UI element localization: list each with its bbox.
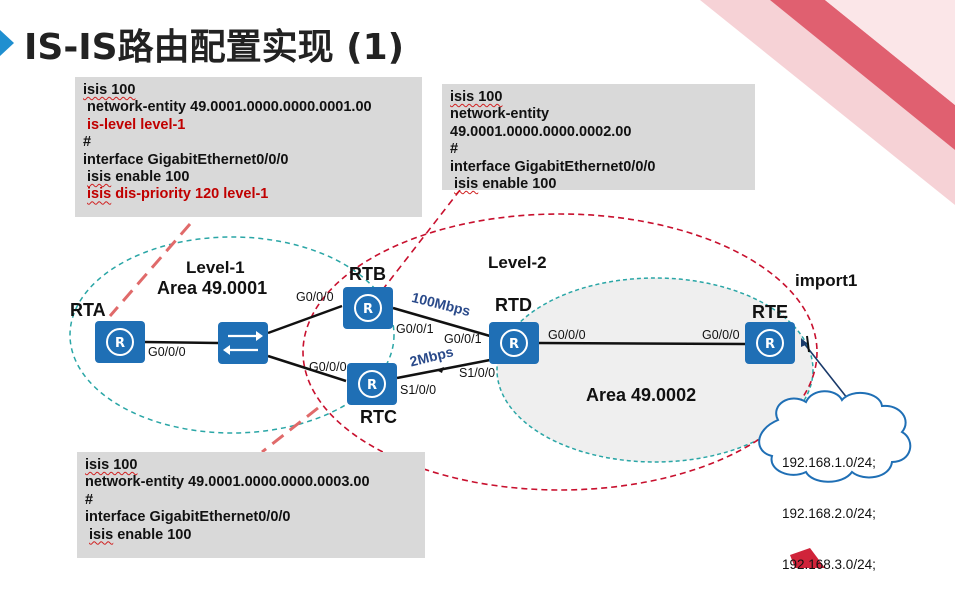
port-label: G0/0/0 bbox=[309, 360, 347, 374]
level2-ellipse bbox=[302, 213, 818, 491]
link-switch-rtb bbox=[267, 304, 343, 335]
router-icon-rte: R bbox=[745, 322, 795, 364]
area2-label: Area 49.0002 bbox=[586, 385, 697, 405]
page-title: IS-IS路由配置实现 (1) bbox=[24, 27, 405, 68]
link-rta-switch bbox=[144, 340, 219, 345]
svg-text:R: R bbox=[509, 337, 519, 352]
level2-label: Level-2 bbox=[488, 253, 547, 272]
config-line: interface GigabitEthernet0/0/0 bbox=[83, 151, 289, 168]
import-arrow bbox=[802, 341, 856, 409]
link-speed-label: 2Mbps bbox=[408, 343, 455, 370]
config-line: isis enable 100 bbox=[87, 169, 190, 186]
title-bullet-icon bbox=[0, 30, 14, 56]
config-line: isis 100 bbox=[450, 89, 503, 105]
port-label: G0/0/0 bbox=[296, 290, 334, 304]
config-line: isis 100 bbox=[85, 457, 138, 473]
router-label-rte: RTE bbox=[752, 302, 788, 322]
serial-link-marker bbox=[436, 367, 444, 373]
external-route: 192.168.3.0/24; bbox=[782, 557, 876, 572]
config-line: isis enable 100 bbox=[454, 176, 557, 193]
config-line: 49.0001.0000.0000.0002.00 bbox=[450, 123, 632, 140]
config-line: interface GigabitEthernet0/0/0 bbox=[85, 509, 291, 526]
external-routes-list: 192.168.1.0/24; 192.168.2.0/24; 192.168.… bbox=[782, 420, 876, 590]
config-line: # bbox=[83, 134, 92, 151]
config-line: isis 100 bbox=[83, 82, 136, 98]
svg-text:R: R bbox=[363, 302, 373, 317]
config-line: network-entity 49.0001.0000.0000.0001.00 bbox=[83, 99, 372, 116]
config-line: network-entity bbox=[450, 106, 550, 123]
link-rtd-rte bbox=[537, 341, 746, 346]
area1-label: Area 49.0001 bbox=[157, 278, 268, 298]
link-speed-label: 100Mbps bbox=[410, 289, 473, 320]
config-line: interface GigabitEthernet0/0/0 bbox=[450, 158, 656, 175]
config-line-highlight: is-level level-1 bbox=[83, 116, 186, 133]
callout-line-rtc-config bbox=[261, 406, 319, 454]
router-label-rtc: RTC bbox=[360, 407, 397, 427]
router-icon-rtc: R bbox=[347, 363, 397, 405]
config-line: isis enable 100 bbox=[89, 526, 192, 543]
external-route: 192.168.1.0/24; bbox=[782, 455, 876, 470]
config-line-highlight: isis dis-priority 120 level-1 bbox=[87, 186, 269, 203]
router-label-rta: RTA bbox=[70, 300, 106, 320]
port-label: S1/0/0 bbox=[459, 366, 496, 380]
port-label: S1/0/0 bbox=[400, 383, 437, 397]
external-route: 192.168.2.0/24; bbox=[782, 506, 876, 521]
config-box-rtb: isis 100 network-entity 49.0001.0000.000… bbox=[75, 77, 422, 217]
level1-label: Level-1 bbox=[186, 258, 245, 277]
router-label-rtd: RTD bbox=[495, 295, 532, 315]
config-line: network-entity 49.0001.0000.0000.0003.00 bbox=[85, 474, 370, 491]
port-label: G0/0/0 bbox=[702, 328, 740, 342]
config-box-rtd: isis 100 network-entity 49.0001.0000.000… bbox=[442, 84, 755, 193]
callout-line-rtb-config bbox=[108, 223, 192, 317]
port-label: G0/0/0 bbox=[148, 345, 186, 359]
router-icon-rtb: R bbox=[343, 287, 393, 329]
svg-text:R: R bbox=[115, 336, 125, 351]
config-box-rtc: isis 100 network-entity 49.0001.0000.000… bbox=[77, 452, 425, 558]
svg-text:R: R bbox=[367, 378, 377, 393]
port-label: G0/0/0 bbox=[548, 328, 586, 342]
config-line: # bbox=[85, 491, 94, 508]
port-label: G0/0/1 bbox=[396, 322, 434, 336]
router-icon-rtd: R bbox=[489, 322, 539, 364]
switch-icon bbox=[218, 322, 268, 364]
svg-text:R: R bbox=[765, 337, 775, 352]
router-icon-rta: R bbox=[95, 321, 145, 363]
port-label: G0/0/1 bbox=[444, 332, 482, 346]
import-label: import1 bbox=[795, 271, 858, 290]
config-line: # bbox=[450, 141, 459, 158]
router-label-rtb: RTB bbox=[349, 264, 386, 284]
